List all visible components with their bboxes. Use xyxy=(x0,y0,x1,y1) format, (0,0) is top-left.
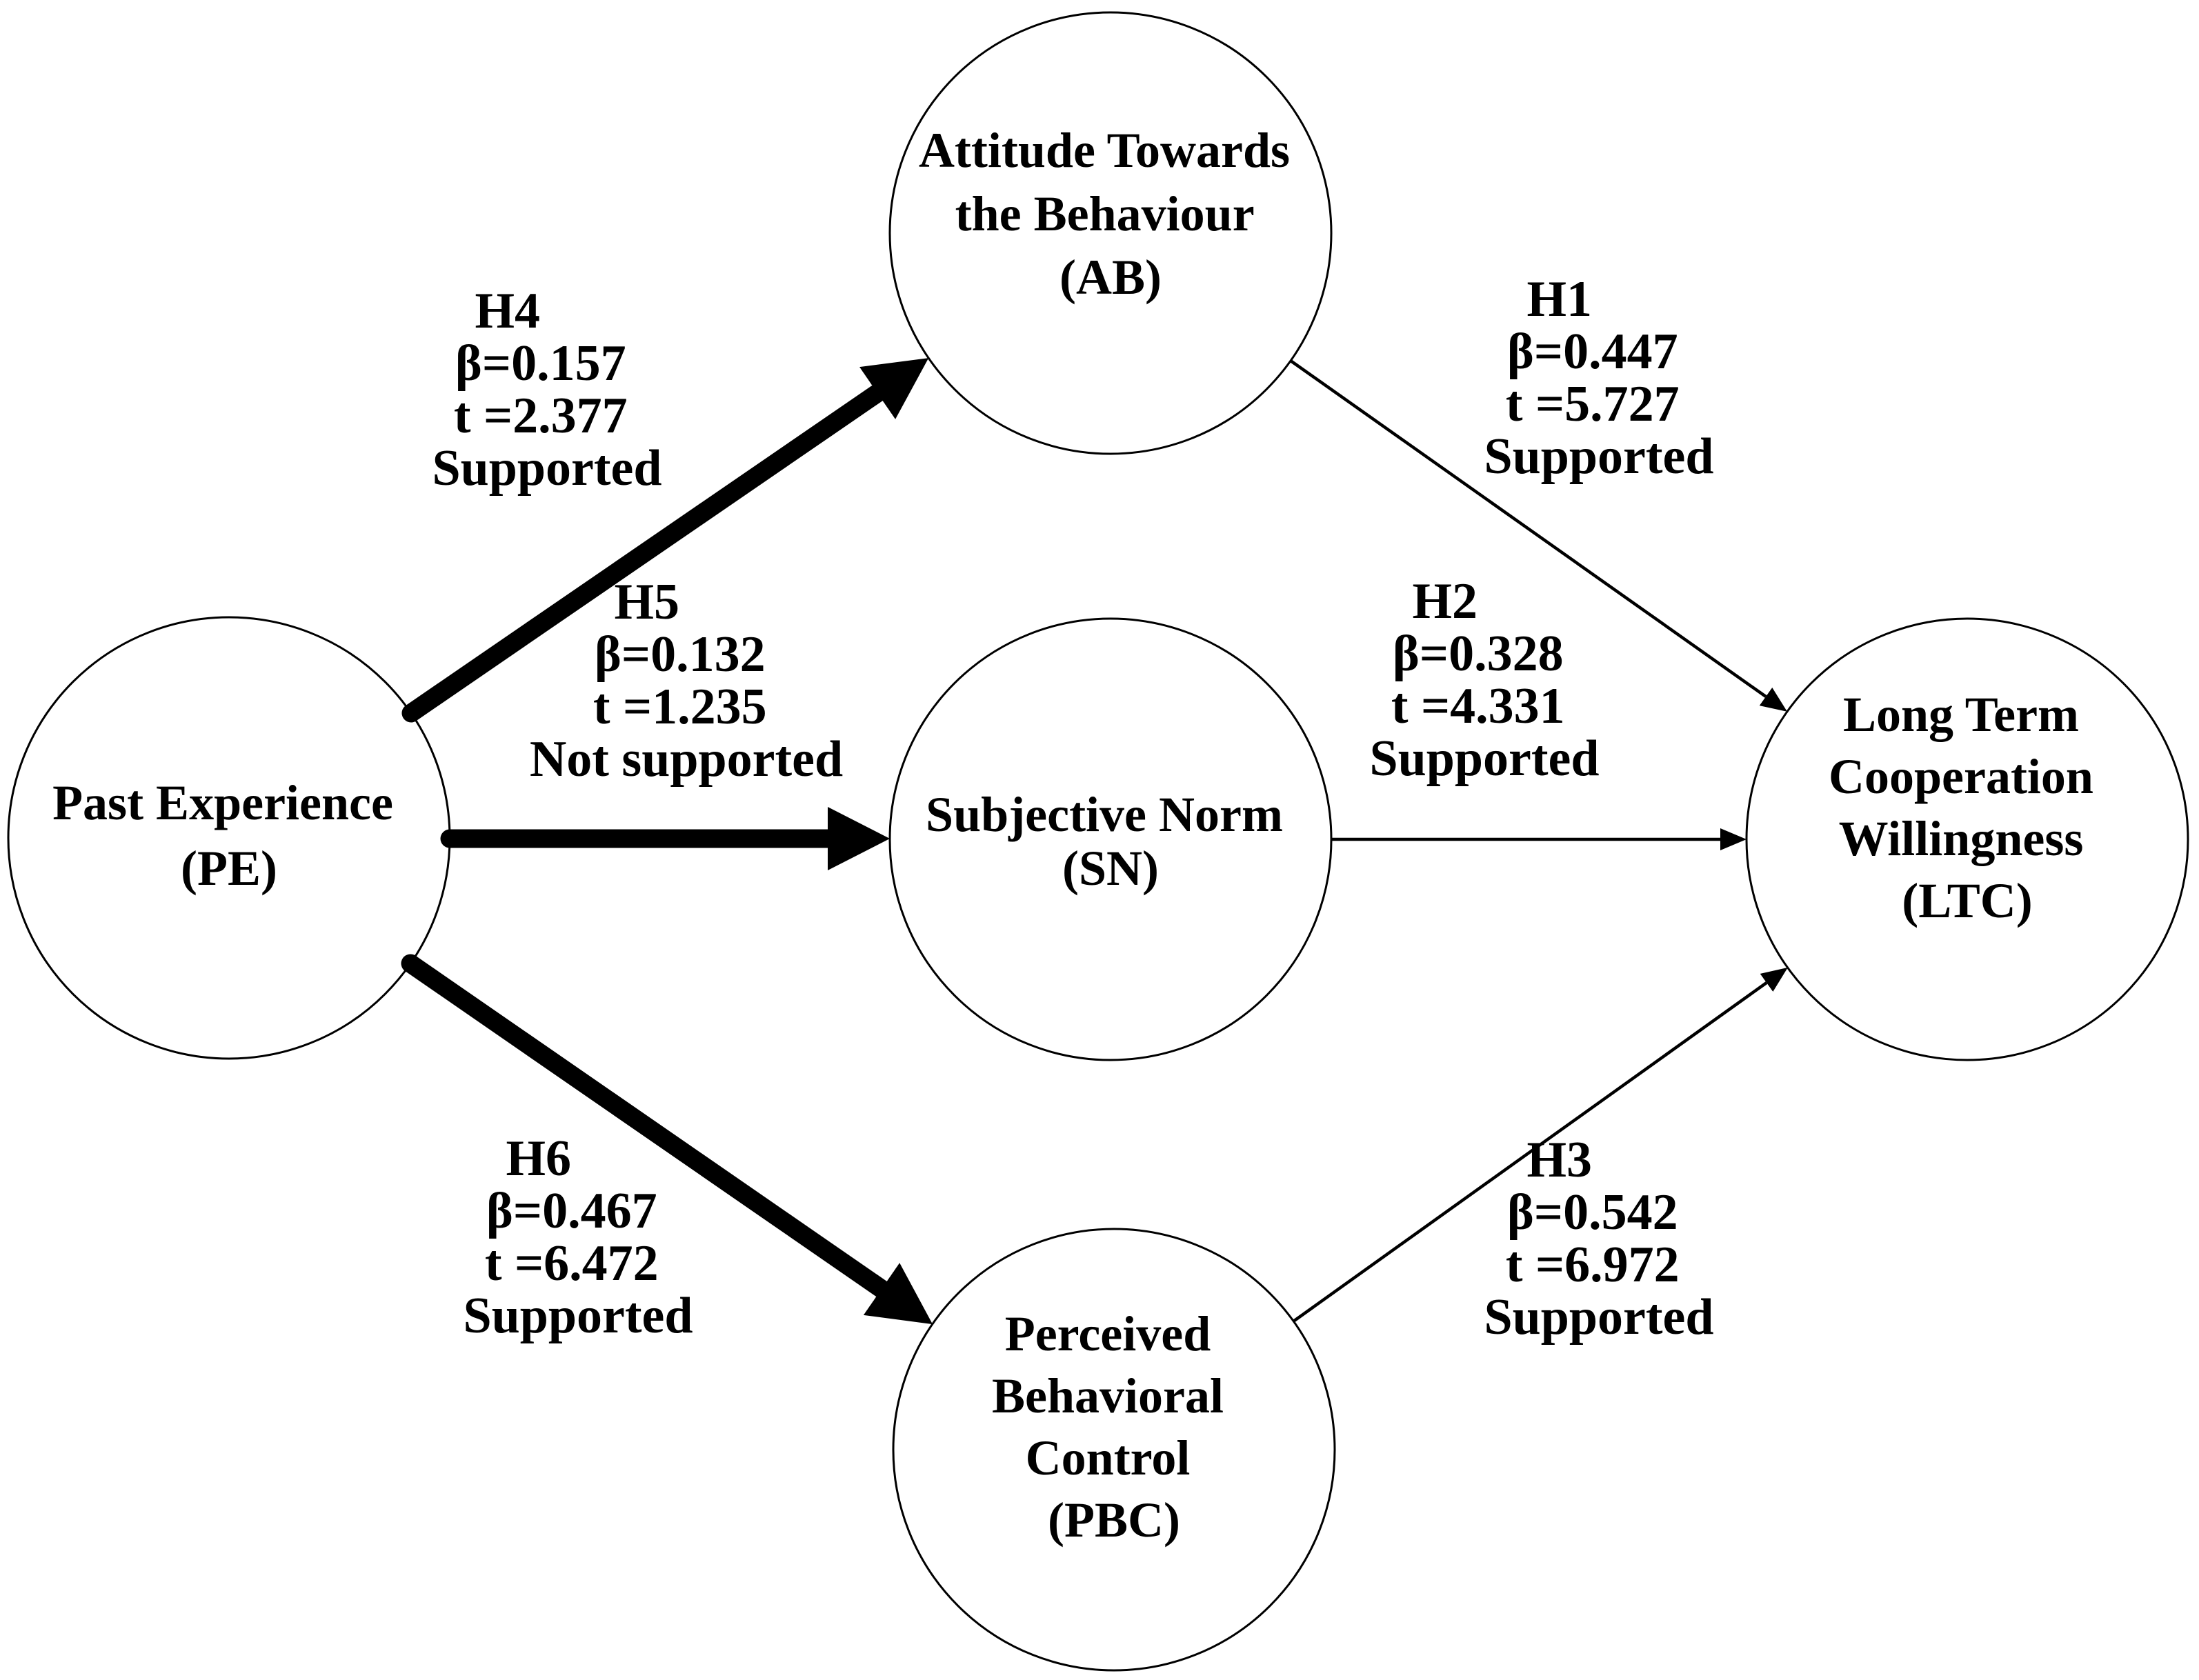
label-line: (PBC) xyxy=(1048,1492,1180,1548)
label-line: β=0.542 xyxy=(1507,1184,1678,1241)
label-line: H6 xyxy=(506,1130,571,1187)
label-line: β=0.467 xyxy=(486,1183,657,1239)
node-pe-circle xyxy=(7,616,451,1060)
label-line: t =1.235 xyxy=(593,679,767,735)
label-line: Supported xyxy=(1484,428,1713,485)
node-pbc-circle xyxy=(892,1228,1336,1672)
label-line: (LTC) xyxy=(1902,873,2032,928)
node-ab-label: Attitude Towards the Behaviour (AB) xyxy=(919,123,1302,305)
node-ab-circle xyxy=(888,11,1333,455)
label-line: β=0.447 xyxy=(1507,323,1678,380)
edge-h4-arrow xyxy=(401,358,929,723)
label-line: t =6.972 xyxy=(1506,1237,1680,1293)
label-line: Subjective Norm xyxy=(926,787,1283,842)
edge-h6-arrow xyxy=(401,954,933,1325)
node-sn-label: Subjective Norm (SN) xyxy=(926,787,1295,896)
label-line: H2 xyxy=(1412,573,1477,630)
label-line: t =2.377 xyxy=(454,388,628,444)
label-line: Supported xyxy=(432,440,661,497)
label-line: t =5.727 xyxy=(1506,376,1680,432)
edge-h3-arrow xyxy=(1292,967,1788,1323)
edge-h5-label: H5 β=0.132 t =1.235 Not supported xyxy=(530,574,843,788)
label-line: Willingness xyxy=(1839,811,2084,866)
label-line: t =6.472 xyxy=(485,1235,659,1292)
label-line: Cooperation xyxy=(1829,749,2093,804)
node-ltc-label: Long Term Cooperation Willingness (LTC) xyxy=(1829,687,2106,928)
edge-h3-label: H3 β=0.542 t =6.972 Supported xyxy=(1484,1132,1713,1346)
edge-h6-label: H6 β=0.467 t =6.472 Supported xyxy=(463,1130,693,1344)
label-line: H1 xyxy=(1526,271,1592,328)
edge-h2-label: H2 β=0.328 t =4.331 Supported xyxy=(1369,573,1599,787)
label-line: (PE) xyxy=(181,841,277,896)
node-pbc-label: Perceived Behavioral Control (PBC) xyxy=(992,1306,1236,1548)
label-line: H4 xyxy=(475,283,540,339)
edge-h4-label: H4 β=0.157 t =2.377 Supported xyxy=(432,283,661,497)
node-ltc-circle xyxy=(1745,617,2189,1061)
edge-h1-label: H1 β=0.447 t =5.727 Supported xyxy=(1484,271,1713,485)
label-line: β=0.328 xyxy=(1393,626,1564,682)
label-line: (AB) xyxy=(1059,250,1162,305)
label-line: Supported xyxy=(1369,730,1599,787)
label-line: β=0.157 xyxy=(455,335,626,392)
label-line: (SN) xyxy=(1062,841,1159,896)
label-line: H3 xyxy=(1526,1132,1592,1188)
label-line: Attitude Towards xyxy=(919,123,1290,178)
label-line: Perceived xyxy=(1005,1306,1211,1361)
label-line: β=0.132 xyxy=(595,626,766,683)
label-line: Supported xyxy=(1484,1289,1713,1346)
label-line: H5 xyxy=(614,574,679,630)
label-line: Supported xyxy=(463,1288,693,1344)
node-pe-label: Past Experience (PE) xyxy=(52,775,406,896)
label-line: Past Experience xyxy=(52,775,393,830)
label-line: Not supported xyxy=(530,731,843,788)
label-line: t =4.331 xyxy=(1391,678,1565,734)
label-line: the Behaviour xyxy=(955,186,1254,241)
edge-h1-arrow xyxy=(1289,359,1788,712)
label-line: Long Term xyxy=(1843,687,2079,742)
label-line: Control xyxy=(1026,1430,1191,1486)
label-line: Behavioral xyxy=(992,1368,1224,1423)
